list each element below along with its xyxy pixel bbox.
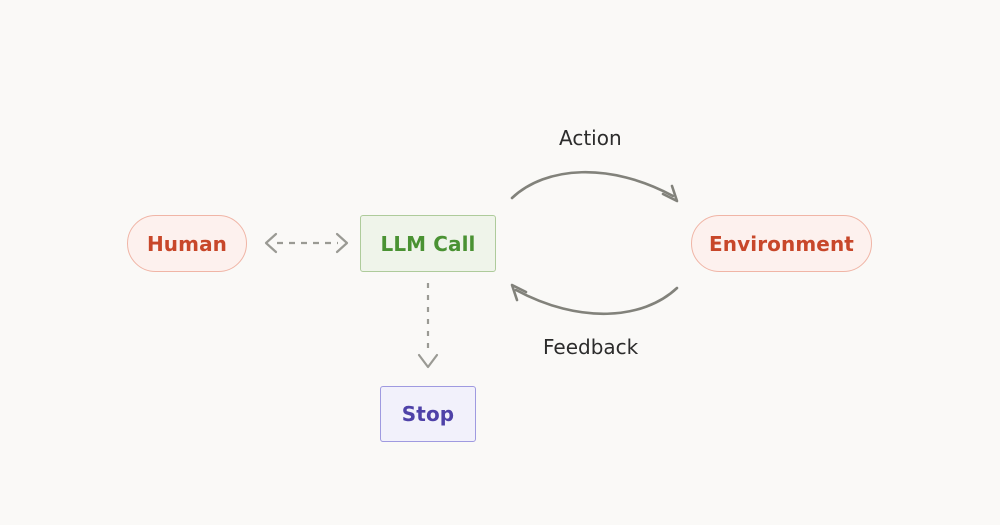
node-environment[interactable]: Environment [691, 215, 872, 272]
edge-action-path [510, 170, 675, 200]
node-stop[interactable]: Stop [380, 386, 476, 442]
edge-llm-call-stop [417, 283, 439, 369]
edge-feedback-path [514, 286, 679, 316]
arrowhead-right-icon [335, 232, 349, 254]
edge-human-llm-call [264, 232, 349, 254]
edge-action [510, 170, 679, 203]
arrowhead-down-icon [417, 353, 439, 369]
arrowhead-left-icon [264, 232, 278, 254]
edge-label-action: Action [559, 126, 622, 150]
edge-label-feedback: Feedback [543, 335, 639, 359]
arrowhead-action-icon [661, 184, 679, 203]
edge-feedback [510, 283, 679, 316]
node-human[interactable]: Human [127, 215, 247, 272]
arrowhead-feedback-icon [510, 283, 528, 302]
node-llm-call[interactable]: LLM Call [360, 215, 496, 272]
